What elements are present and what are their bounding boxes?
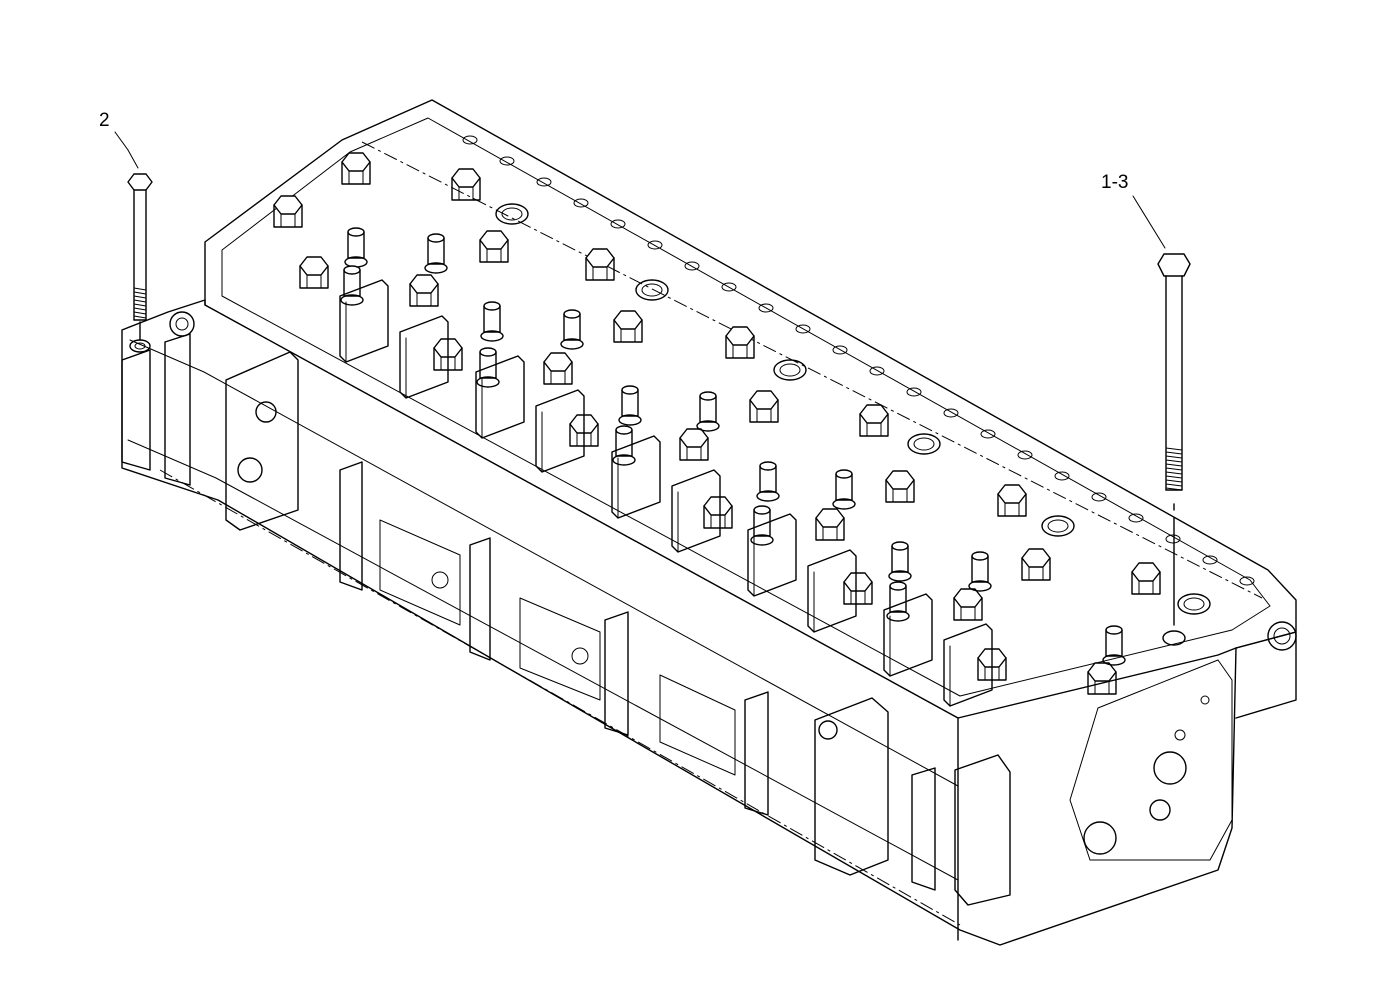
injector-port xyxy=(1177,593,1211,615)
valve-stud xyxy=(344,227,368,268)
valve-stud xyxy=(1102,625,1126,666)
rocker-bridge xyxy=(807,549,857,633)
rail-screw xyxy=(832,345,848,355)
cap-bolt xyxy=(273,195,303,228)
cap-bolt xyxy=(543,352,573,385)
rail-screw xyxy=(758,303,774,313)
rail-screw xyxy=(795,324,811,334)
rocker-bridge xyxy=(611,435,661,519)
cap-bolt xyxy=(749,390,779,423)
head-bolt-short: 2 xyxy=(99,110,153,353)
injector-port xyxy=(1041,515,1075,537)
cap-bolt xyxy=(997,484,1027,517)
rocker-bridge xyxy=(747,513,797,597)
rail-screw xyxy=(943,408,959,418)
callout-label-short-bolt: 2 xyxy=(99,110,110,131)
rocker-bridge xyxy=(883,593,933,677)
valve-stud xyxy=(560,309,584,350)
rail-screw xyxy=(1017,450,1033,460)
rail-screw xyxy=(684,261,700,271)
cap-bolt xyxy=(585,248,615,281)
rail-screw xyxy=(1239,576,1255,586)
bolt-thread-long xyxy=(1165,447,1183,491)
rail-screw xyxy=(906,387,922,397)
rocker-bridge xyxy=(339,279,389,363)
rocker-bridge xyxy=(475,355,525,439)
injector-port xyxy=(495,203,529,225)
valve-stud xyxy=(756,461,780,502)
cap-bolt xyxy=(409,274,439,307)
cap-bolt xyxy=(479,230,509,263)
rail-screw xyxy=(1091,492,1107,502)
rocker-bridge xyxy=(671,469,721,553)
cap-bolt xyxy=(451,168,481,201)
valve-stud xyxy=(340,265,364,306)
cap-bolt xyxy=(613,310,643,343)
cap-bolt xyxy=(953,588,983,621)
cap-bolt xyxy=(1131,562,1161,595)
valve-stud xyxy=(618,385,642,426)
cap-bolt xyxy=(815,508,845,541)
rail-screw xyxy=(1165,534,1181,544)
rail-screw xyxy=(647,240,663,250)
cylinder-head xyxy=(121,99,1297,946)
rocker-bridge xyxy=(535,389,585,473)
cap-bolt xyxy=(859,404,889,437)
cap-bolt xyxy=(703,496,733,529)
valve-stud xyxy=(750,505,774,546)
cap-bolt xyxy=(885,470,915,503)
rail-screw xyxy=(610,219,626,229)
rail-screw xyxy=(1202,555,1218,565)
rail-screw xyxy=(869,366,885,376)
head-bolt-long: 1-3 xyxy=(1101,172,1191,646)
valve-stud xyxy=(832,469,856,510)
cap-bolt xyxy=(679,428,709,461)
injector-port xyxy=(635,279,669,301)
rocker-bridge xyxy=(399,315,449,399)
valve-stud xyxy=(968,551,992,592)
rail-screw xyxy=(1128,513,1144,523)
bolt-thread-short xyxy=(133,287,147,319)
rail-screw xyxy=(499,156,515,166)
injector-port xyxy=(907,433,941,455)
rocker-bridge xyxy=(943,623,993,707)
valve-stud xyxy=(886,581,910,622)
rail-screw xyxy=(1054,471,1070,481)
callout-label-long-bolt: 1-3 xyxy=(1101,172,1128,193)
valve-stud xyxy=(696,391,720,432)
cap-bolt xyxy=(341,152,371,185)
valve-train xyxy=(273,135,1255,707)
valve-stud xyxy=(480,301,504,342)
cap-bolt xyxy=(1087,662,1117,695)
rail-screw xyxy=(721,282,737,292)
cap-bolt xyxy=(299,256,329,289)
valve-stud xyxy=(612,425,636,466)
rail-screw xyxy=(462,135,478,145)
injector-port xyxy=(773,359,807,381)
valve-stud xyxy=(888,541,912,582)
valve-stud xyxy=(424,233,448,274)
cap-bolt xyxy=(725,326,755,359)
rail-screw xyxy=(980,429,996,439)
cap-bolt xyxy=(843,572,873,605)
rail-screw xyxy=(536,177,552,187)
rail-screw xyxy=(573,198,589,208)
cap-bolt xyxy=(1021,548,1051,581)
